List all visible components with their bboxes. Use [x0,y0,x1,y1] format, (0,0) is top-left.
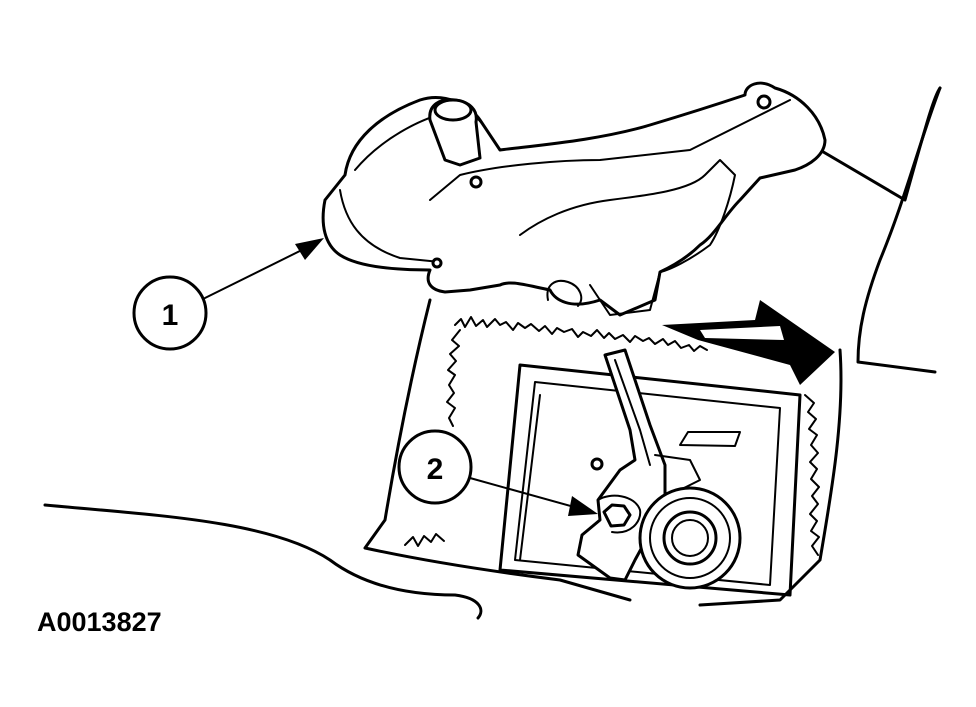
direction-arrow-highlight [700,326,784,340]
block-top [679,431,741,447]
carpet-edge-left [446,329,461,427]
body-outline-right [856,86,942,374]
housing-front-face [519,159,736,273]
housing-hole-2 [756,94,772,110]
leader-line-1 [204,241,319,299]
bolt-head [597,494,642,534]
hex-bolt [602,503,632,528]
callout-2: 2 [397,429,473,505]
boot-rail [519,394,541,561]
shifter-housing [321,81,827,317]
console-edge-left [363,298,632,602]
carpet-edge-bottom-left [404,533,445,547]
shift-lever-center [614,359,651,466]
direction-arrow [662,300,835,385]
pivot-post-cap [433,98,473,122]
callout-2-number: 2 [427,453,444,486]
callout-1-number: 1 [162,299,179,332]
arrowhead-2 [568,496,598,516]
boot-opening [498,363,802,597]
bushing-core [671,519,709,557]
callout-1: 1 [132,275,208,351]
boot-opening-inner [514,381,781,586]
housing-bump [546,280,583,307]
carpet-edge [454,316,708,352]
housing-hole-1 [469,175,483,189]
console-rim-right [698,348,843,607]
housing-top-flange [429,99,791,201]
floor-outline [43,503,483,620]
housing-lower-flange [339,189,441,263]
housing-hole-3 [431,257,443,269]
lever-pivot-hole [590,457,604,471]
housing-nose [589,271,661,316]
figure-id-label: A0013827 [37,607,162,637]
leader-line-2 [469,477,586,511]
arrowhead-1 [295,238,324,260]
body-outline-right-inner [818,86,942,202]
carpet-edge-right [804,394,820,556]
